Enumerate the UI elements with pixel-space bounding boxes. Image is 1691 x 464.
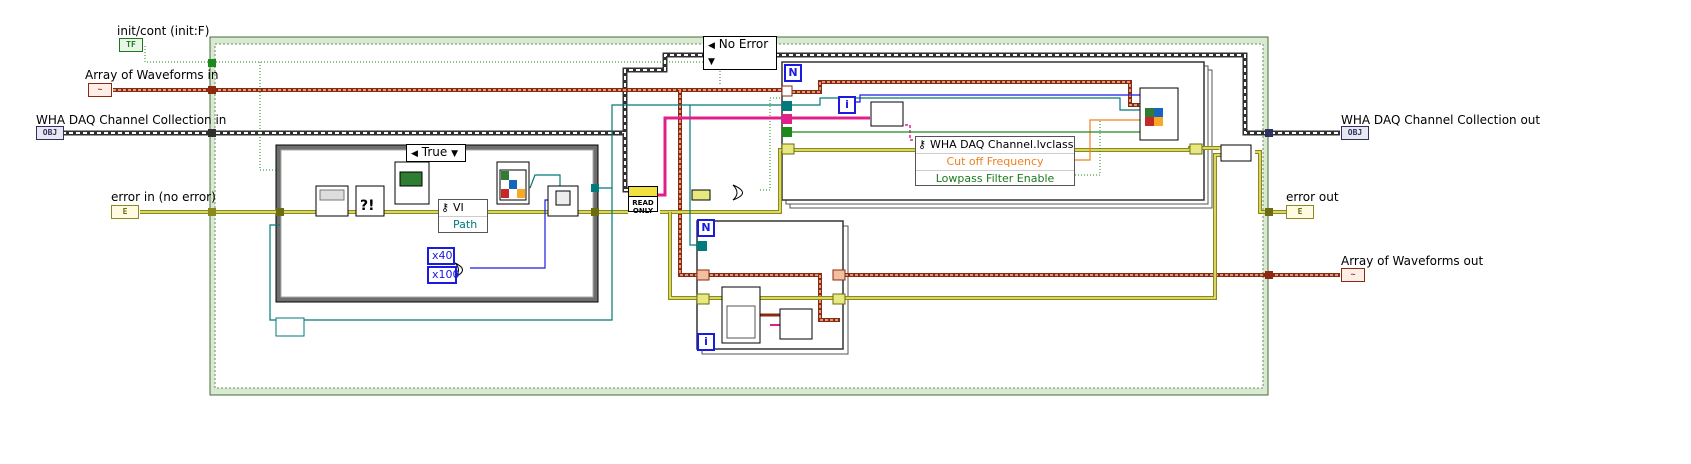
channel-collection-out-label: WHA DAQ Channel Collection out [1341, 113, 1541, 127]
lower-loop-wires [760, 313, 780, 326]
error-out-terminal[interactable]: E [1286, 205, 1314, 219]
lowpass-enable-row[interactable]: Lowpass Filter Enable [916, 171, 1074, 187]
constant-40[interactable]: x40 [427, 247, 455, 265]
vi-class-label: VI [453, 201, 464, 214]
read-only-node[interactable]: READ ONLY [628, 186, 658, 215]
channel-collection-in-terminal[interactable]: OBJ [36, 126, 64, 140]
error-in-terminal[interactable]: E [111, 205, 139, 219]
cutoff-frequency-label: Cut off Frequency [946, 155, 1044, 168]
lowpass-enable-label: Lowpass Filter Enable [935, 172, 1055, 185]
lower-loop-count-terminal[interactable]: N [697, 219, 715, 237]
channel-collection-in-label: WHA DAQ Channel Collection in [36, 113, 227, 127]
reference-wire [269, 97, 1140, 321]
array-waveforms-in-terminal[interactable]: ~ [88, 83, 112, 97]
channel-class-property-node[interactable]: ⚷ WHA DAQ Channel.lvclass Cut off Freque… [915, 136, 1075, 186]
init-cont-terminal[interactable]: TF [119, 38, 143, 52]
upper-loop-count-terminal[interactable]: N [784, 64, 802, 82]
error-in-label: error in (no error) [111, 190, 216, 204]
key-icon: ⚷ [441, 201, 450, 214]
error-out-label: error out [1286, 190, 1339, 204]
upper-loop-iteration-terminal: i [838, 96, 856, 114]
read-only-label: READ ONLY [632, 199, 654, 215]
class-name-label: WHA DAQ Channel.lvclass [930, 138, 1074, 151]
init-cont-label: init/cont (init:F) [117, 24, 210, 38]
svg-text:?!: ?! [360, 198, 375, 214]
outer-case-selector-label: No Error [718, 37, 769, 51]
node-icons: ?! [275, 87, 1252, 344]
array-waveforms-out-label: Array of Waveforms out [1341, 254, 1484, 268]
dropdown-arrow-icon[interactable]: ▼ [451, 149, 458, 159]
dropdown-arrow-icon[interactable]: ▼ [708, 57, 715, 67]
inner-case-selector[interactable]: ◀ True ▼ [406, 144, 466, 162]
upper-for-loop [781, 61, 1205, 201]
decrement-arrow-icon[interactable]: ◀ [411, 149, 418, 159]
class-name-row: ⚷ WHA DAQ Channel.lvclass [916, 137, 1074, 154]
key-icon: ⚷ [918, 138, 927, 151]
array-waveforms-out-terminal[interactable]: ~ [1341, 268, 1365, 282]
decrement-arrow-icon[interactable]: ◀ [708, 41, 715, 51]
array-waveforms-in-label: Array of Waveforms in [85, 68, 219, 82]
inner-case-selector-label: True [421, 145, 448, 159]
cutoff-frequency-row[interactable]: Cut off Frequency [916, 154, 1074, 171]
path-property-row[interactable]: Path [439, 217, 487, 233]
outer-case-selector[interactable]: ◀ No Error ▼ [703, 36, 777, 70]
lower-loop-iteration-terminal: i [697, 333, 715, 351]
vi-property-node[interactable]: ⚷ VI Path [438, 199, 488, 233]
path-property-label: Path [453, 218, 478, 231]
channel-collection-out-terminal[interactable]: OBJ [1341, 126, 1369, 140]
tunnels [208, 59, 1273, 305]
read-only-header [629, 187, 657, 197]
property-node-class: ⚷ VI [439, 200, 487, 217]
object-wire [62, 52, 1340, 193]
constant-100[interactable]: x100 [427, 266, 460, 284]
